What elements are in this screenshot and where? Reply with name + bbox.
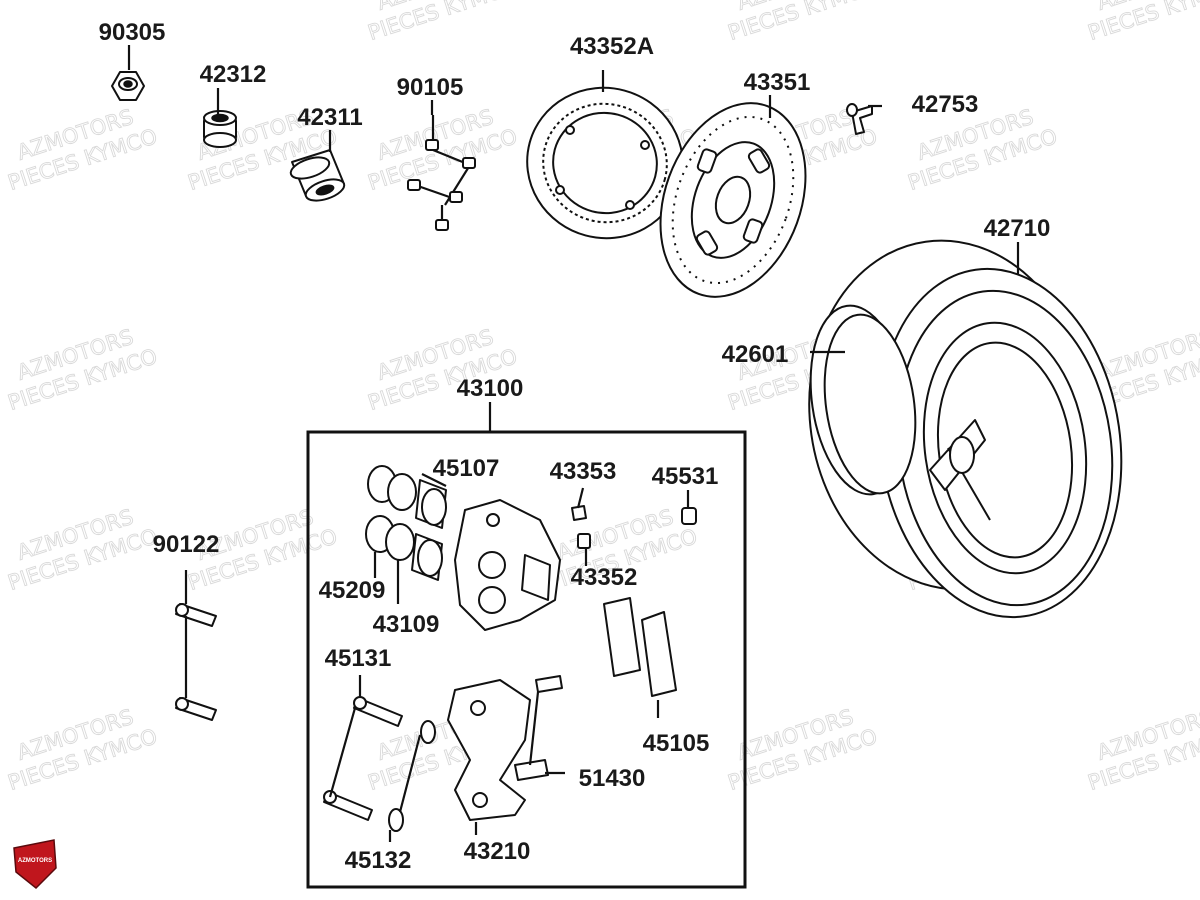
part-42710-wheel-tire[interactable] [787,222,1143,633]
part-43109-pistons[interactable] [411,479,447,581]
label-42710[interactable]: 42710 [984,215,1051,242]
azmotors-logo: AZMOTORS [13,839,57,890]
part-45132-springs[interactable] [388,720,436,832]
label-43109[interactable]: 43109 [373,611,440,638]
part-42311-bushing[interactable] [288,149,347,205]
label-90105[interactable]: 90105 [397,74,464,101]
label-90305[interactable]: 90305 [99,19,166,46]
label-42753[interactable]: 42753 [912,91,979,118]
caliper-assembly-frame [306,430,747,889]
part-43352-bleeder-screw[interactable] [577,533,591,549]
label-45107[interactable]: 45107 [433,455,500,482]
label-43353[interactable]: 43353 [550,458,617,485]
label-45531[interactable]: 45531 [652,463,719,490]
part-42312-collar[interactable] [203,110,237,148]
label-51430[interactable]: 51430 [579,765,646,792]
leader-lines [127,45,1020,842]
label-43210[interactable]: 43210 [464,838,531,865]
part-43353-bleeder-cap[interactable] [571,505,587,521]
label-45209[interactable]: 45209 [319,577,386,604]
part-45209-seals[interactable] [365,515,415,561]
label-45105[interactable]: 45105 [643,730,710,757]
part-90105-bolts[interactable] [407,115,476,231]
label-42312[interactable]: 42312 [200,61,267,88]
label-43352[interactable]: 43352 [571,564,638,591]
part-43210-caliper-bracket[interactable] [447,679,531,821]
label-45131[interactable]: 45131 [325,645,392,672]
part-45105-brake-pads[interactable] [603,597,677,697]
part-90305-nut[interactable] [111,71,145,101]
label-90122[interactable]: 90122 [153,531,220,558]
part-45531-cap[interactable] [681,507,697,525]
logo-text: AZMOTORS [18,858,52,864]
label-45132[interactable]: 45132 [345,847,412,874]
label-43352a[interactable]: 43352A [570,33,654,60]
part-90122-bolts[interactable] [175,603,217,721]
caliper-body[interactable] [454,499,561,631]
part-51430-clips[interactable] [514,675,563,781]
part-45131-pins[interactable] [323,696,403,821]
label-42601[interactable]: 42601 [722,341,789,368]
label-43100[interactable]: 43100 [457,375,524,402]
part-43352a-tone-ring[interactable] [510,70,700,255]
part-45107-seals[interactable] [367,465,417,511]
part-labels: 90305 42312 42311 90105 43352A 43351 427… [99,19,1051,874]
label-43351[interactable]: 43351 [744,69,811,96]
label-42311[interactable]: 42311 [297,104,362,131]
part-43351-brake-disc[interactable] [635,83,831,317]
